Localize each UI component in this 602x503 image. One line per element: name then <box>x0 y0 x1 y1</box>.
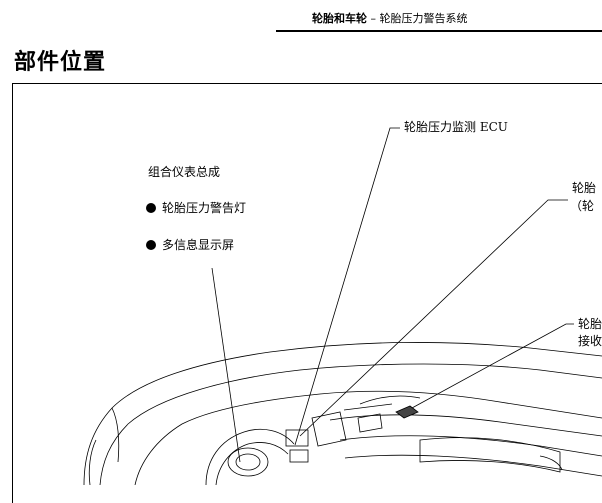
leader-line-meter <box>211 267 241 463</box>
label-right-1b: （轮 <box>570 199 595 213</box>
header-chapter: 轮胎和车轮 <box>312 12 367 25</box>
figure-frame <box>12 83 602 503</box>
header-separator: – <box>370 12 377 25</box>
bullet-icon <box>146 240 156 250</box>
label-warning-light-text: 轮胎压力警告灯 <box>162 201 247 215</box>
header-rule <box>276 30 602 32</box>
leader-line-right-1 <box>299 199 568 437</box>
leader-line-right-2 <box>411 323 574 409</box>
running-header: 轮胎和车轮 – 轮胎压力警告系统 <box>312 8 602 30</box>
label-right-2b: 接收 <box>578 334 602 348</box>
label-right-1a: 轮胎 <box>572 181 597 195</box>
label-multi-display: 多信息显示屏 <box>146 237 234 253</box>
label-ecu: 轮胎压力监测 ECU <box>404 120 508 134</box>
label-multi-display-text: 多信息显示屏 <box>162 238 235 252</box>
label-combination-meter: 组合仪表总成 <box>148 165 221 179</box>
label-right-2a: 轮胎 <box>578 317 602 331</box>
dashboard-illustration <box>83 127 602 485</box>
header-section: 轮胎压力警告系统 <box>379 12 468 25</box>
page-title: 部件位置 <box>14 50 107 75</box>
leader-line-ecu <box>294 127 400 446</box>
label-warning-light: 轮胎压力警告灯 <box>146 200 246 216</box>
bullet-icon <box>146 203 156 213</box>
